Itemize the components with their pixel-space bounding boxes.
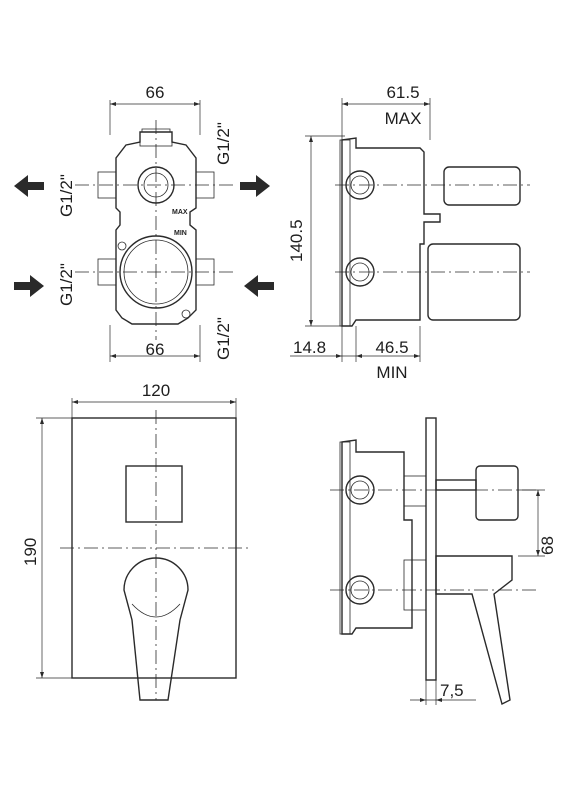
dim-plate-width: 120 bbox=[142, 381, 170, 400]
front-view-plate: 120 190 bbox=[21, 381, 250, 701]
dim-width-top: 66 bbox=[146, 83, 165, 102]
dim-width-bottom: 66 bbox=[146, 340, 165, 359]
dim-spacing: 68 bbox=[538, 536, 557, 555]
arrow-out-right-icon bbox=[240, 175, 270, 197]
dim-plate-height: 190 bbox=[21, 538, 40, 566]
dim-height: 140.5 bbox=[287, 219, 306, 262]
thread-left-bottom: G1/2" bbox=[57, 263, 76, 306]
arrow-in-left-icon bbox=[14, 275, 44, 297]
thread-left-top: G1/2" bbox=[57, 174, 76, 217]
thread-right-bottom: G1/2" bbox=[214, 317, 233, 360]
max-mark: MAX bbox=[172, 209, 188, 216]
arrow-in-right-icon bbox=[244, 275, 274, 297]
dim-depth-min: 46.5 bbox=[375, 338, 408, 357]
dim-offset: 14.8 bbox=[293, 338, 326, 357]
side-view-body: 61.5 MAX 140.5 14.8 46.5 MIN bbox=[287, 83, 530, 382]
front-view-body: 66 MAX MIN 66 G1/2" G1/2" G1/2" bbox=[14, 83, 274, 362]
side-view-assembled: 68 7,5 bbox=[330, 417, 557, 706]
min-mark: MIN bbox=[174, 230, 187, 237]
dim-depth-min-label: MIN bbox=[376, 363, 407, 382]
arrow-out-left-icon bbox=[14, 175, 44, 197]
dim-depth-max: 61.5 bbox=[386, 83, 419, 102]
dim-plate-thickness: 7,5 bbox=[440, 681, 464, 700]
thread-right-top: G1/2" bbox=[214, 122, 233, 165]
dim-depth-max-label: MAX bbox=[385, 109, 422, 128]
